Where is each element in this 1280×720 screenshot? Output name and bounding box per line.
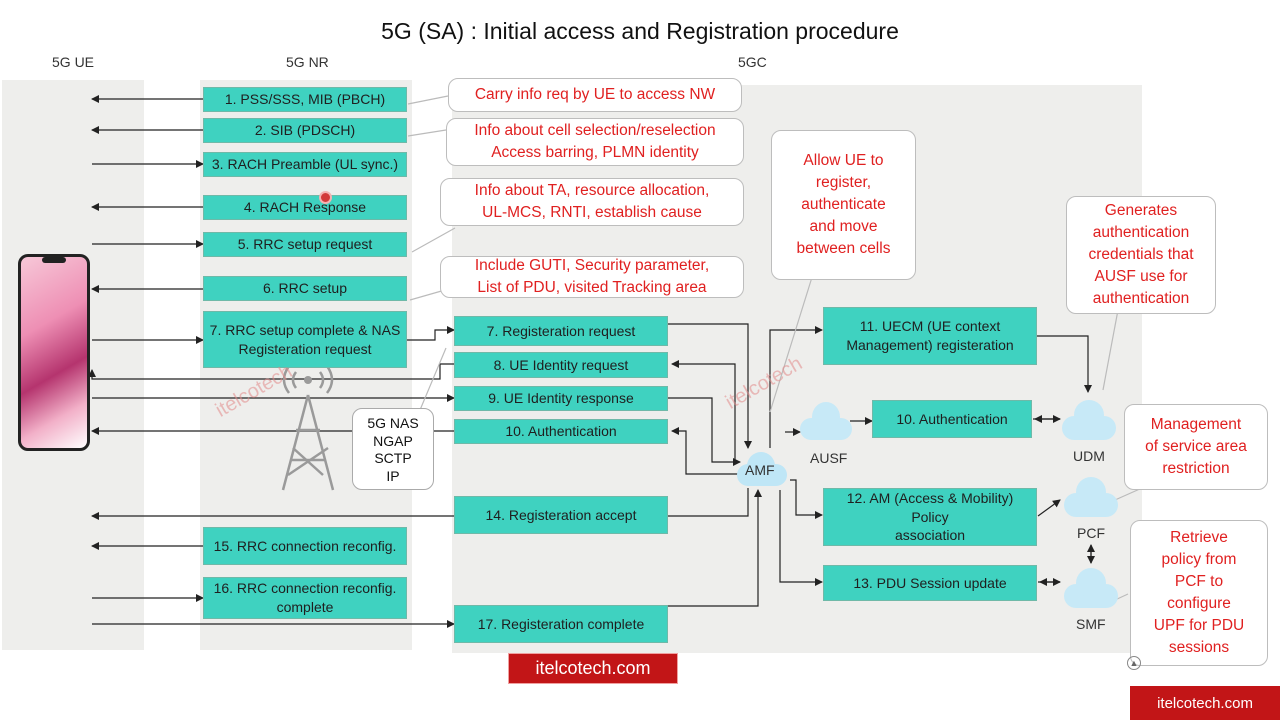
- amf-cloud-icon: [735, 448, 790, 488]
- nf-step-12: 12. AM (Access & Mobility) Policy associ…: [823, 488, 1037, 546]
- protocol-ngap: NGAP: [373, 432, 413, 449]
- brand-banner-corner: itelcotech.com: [1130, 686, 1280, 720]
- nf-step-10: 10. Authentication: [872, 400, 1032, 438]
- core-step-9: 9. UE Identity response: [454, 386, 668, 411]
- ausf-cloud-icon: [800, 400, 852, 442]
- nr-step-7: 7. RRC setup complete & NAS Registeratio…: [203, 311, 407, 368]
- callout-access-info: Carry info req by UE to access NW: [448, 78, 742, 112]
- core-step-7: 7. Registeration request: [454, 316, 668, 346]
- nr-step-4: 4. RACH Response: [203, 195, 407, 220]
- nr-step-2: 2. SIB (PDSCH): [203, 118, 407, 143]
- protocol-stack: 5G NAS NGAP SCTP IP: [352, 408, 434, 490]
- callout-amf-role: Allow UE to register, authenticate and m…: [771, 130, 916, 280]
- callout-udm-role: Generates authentication credentials tha…: [1066, 196, 1216, 314]
- pcf-cloud-icon: [1064, 475, 1118, 519]
- nr-step-6: 6. RRC setup: [203, 276, 407, 301]
- page-title: 5G (SA) : Initial access and Registratio…: [381, 18, 899, 44]
- core-step-17: 17. Registeration complete: [454, 605, 668, 643]
- protocol-nas: 5G NAS: [367, 415, 419, 431]
- callout-smf-role: Retrieve policy from PCF to configure UP…: [1130, 520, 1268, 666]
- core-step-10: 10. Authentication: [454, 419, 668, 444]
- pointer-dot: [319, 191, 332, 204]
- core-step-14: 14. Registeration accept: [454, 496, 668, 534]
- pcf-label: PCF: [1077, 525, 1105, 541]
- nr-step-15: 15. RRC connection reconfig.: [203, 527, 407, 565]
- smf-label: SMF: [1076, 616, 1106, 632]
- smf-cloud-icon: [1064, 566, 1118, 610]
- nf-step-13: 13. PDU Session update: [823, 565, 1037, 601]
- callout-pcf-role: Management of service area restriction: [1124, 404, 1268, 490]
- callout-ta-info: Info about TA, resource allocation, UL-M…: [440, 178, 744, 226]
- ausf-label: AUSF: [810, 450, 848, 466]
- callout-cell-selection: Info about cell selection/reselection Ac…: [446, 118, 744, 166]
- udm-cloud-icon: [1062, 398, 1116, 442]
- nr-step-1: 1. PSS/SSS, MIB (PBCH): [203, 87, 407, 112]
- nr-step-3: 3. RACH Preamble (UL sync.): [203, 152, 407, 177]
- scroll-up-icon[interactable]: ▲: [1127, 656, 1141, 670]
- brand-banner-center: itelcotech.com: [508, 653, 678, 684]
- callout-guti: Include GUTI, Security parameter, List o…: [440, 256, 744, 298]
- nr-step-5: 5. RRC setup request: [203, 232, 407, 257]
- protocol-ip: IP: [386, 467, 400, 484]
- column-label-core: 5GC: [738, 54, 767, 70]
- core-step-8: 8. UE Identity request: [454, 352, 668, 378]
- column-label-ue: 5G UE: [52, 54, 95, 70]
- protocol-sctp: SCTP: [374, 450, 412, 466]
- nr-step-16: 16. RRC connection reconfig. complete: [203, 577, 407, 619]
- phone-notch: [42, 257, 66, 263]
- nf-step-11: 11. UECM (UE context Management) registe…: [823, 307, 1037, 365]
- phone-image: [18, 254, 90, 451]
- udm-label: UDM: [1073, 448, 1105, 464]
- amf-label: AMF: [745, 462, 775, 478]
- column-label-nr: 5G NR: [286, 54, 329, 70]
